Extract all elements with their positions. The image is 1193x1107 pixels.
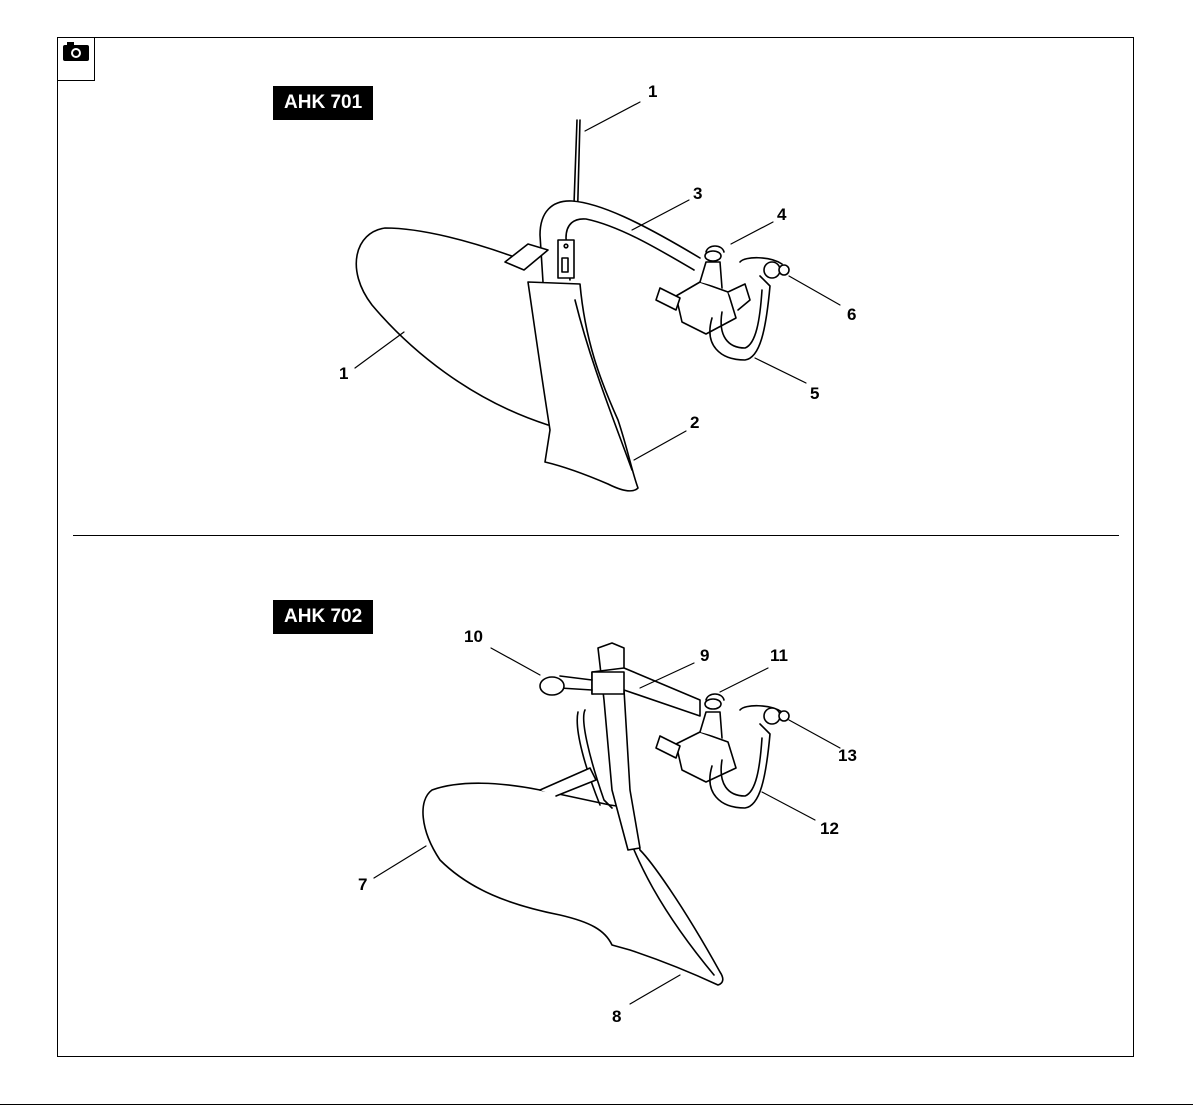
plough-ahk701 — [355, 102, 840, 491]
callout-9: 9 — [700, 646, 709, 665]
callout-5: 5 — [810, 384, 819, 403]
callout-6: 6 — [847, 305, 856, 324]
callout-12: 12 — [820, 819, 839, 838]
callout-1-mouldboard: 1 — [339, 364, 348, 383]
callout-7: 7 — [358, 875, 367, 894]
callout-8: 8 — [612, 1007, 621, 1026]
callout-1-marker: 1 — [648, 82, 657, 101]
plough-ahk702 — [374, 643, 840, 1004]
callout-13: 13 — [838, 746, 857, 765]
callout-3: 3 — [693, 184, 702, 203]
callout-2: 2 — [690, 413, 699, 432]
callout-4: 4 — [777, 205, 787, 224]
callout-11: 11 — [770, 646, 788, 665]
callout-10: 10 — [464, 627, 483, 646]
